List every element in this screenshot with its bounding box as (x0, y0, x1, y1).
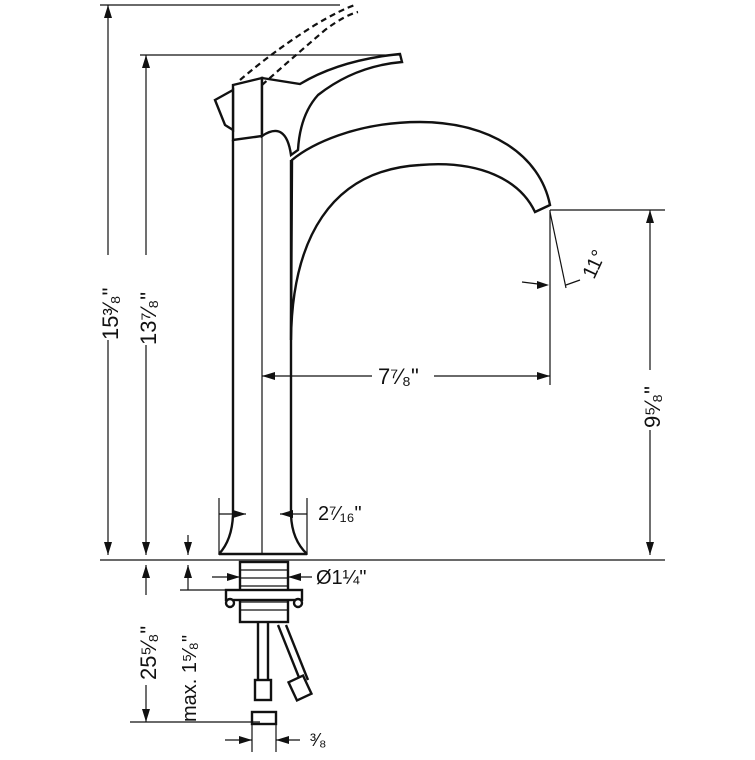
handle-cap (213, 87, 235, 133)
hose-fitting-left (253, 678, 273, 702)
below-deck-label: 25⁵⁄₈" (136, 626, 161, 680)
label-bg (96, 255, 124, 340)
arrow-right (239, 736, 252, 744)
label-bg (134, 595, 162, 685)
arrow-up (142, 55, 150, 68)
body-left-edge (218, 140, 235, 555)
hose-nut (250, 710, 278, 726)
base-width-label: 2⁷⁄₁₆" (318, 503, 362, 525)
handle-open-position-2 (261, 10, 359, 86)
outlet-height-label: 9⁵⁄₈" (640, 386, 665, 428)
arrow-down (184, 542, 192, 555)
arrow-right (233, 510, 246, 518)
arrow-up (104, 5, 112, 18)
angle-arrow-r (565, 279, 581, 286)
hose-right-a (276, 624, 302, 681)
body-right-edge (289, 340, 308, 555)
arrow-right (227, 573, 240, 581)
hose-right-b (284, 624, 310, 681)
arrow-left (276, 736, 289, 744)
arrow-up (142, 565, 150, 578)
handle (213, 3, 404, 158)
thread-diameter-label: Ø1¼" (316, 567, 366, 589)
arrow-left (280, 510, 293, 518)
handle-lever (260, 52, 404, 158)
arrow-down (646, 542, 654, 555)
spout-top-label: 13⁷⁄₈" (136, 292, 161, 345)
faucet-body (218, 85, 552, 556)
mounting-nut (224, 588, 304, 602)
angle-line (549, 211, 567, 289)
hose-label: ³⁄₈ (310, 730, 326, 750)
reach-label: 7⁷⁄₈" (378, 364, 419, 389)
arrow-down (104, 542, 112, 555)
handle-open-position-1 (239, 3, 356, 81)
deck-thickness-label: max. 1⁵⁄₈" (179, 635, 201, 722)
below-deck-assembly (224, 560, 314, 726)
handle-base (231, 76, 264, 142)
arrow-left (288, 573, 301, 581)
bolt-left (224, 597, 236, 609)
arrow-up (184, 565, 192, 578)
label-bg (134, 255, 162, 345)
label-bg (638, 370, 666, 430)
hose-fitting-right (286, 673, 314, 703)
bolt-right (292, 597, 304, 609)
arrow-down (142, 709, 150, 722)
overall-height-label: 15³⁄₈" (98, 288, 123, 340)
spout (289, 120, 552, 341)
arrow-up (646, 210, 654, 223)
arrow-right (537, 372, 550, 380)
angle-label: 11° (579, 247, 611, 282)
label-bg (372, 362, 434, 388)
arrow-left (262, 372, 275, 380)
arrow-right (537, 281, 549, 289)
arrow-down (142, 542, 150, 555)
